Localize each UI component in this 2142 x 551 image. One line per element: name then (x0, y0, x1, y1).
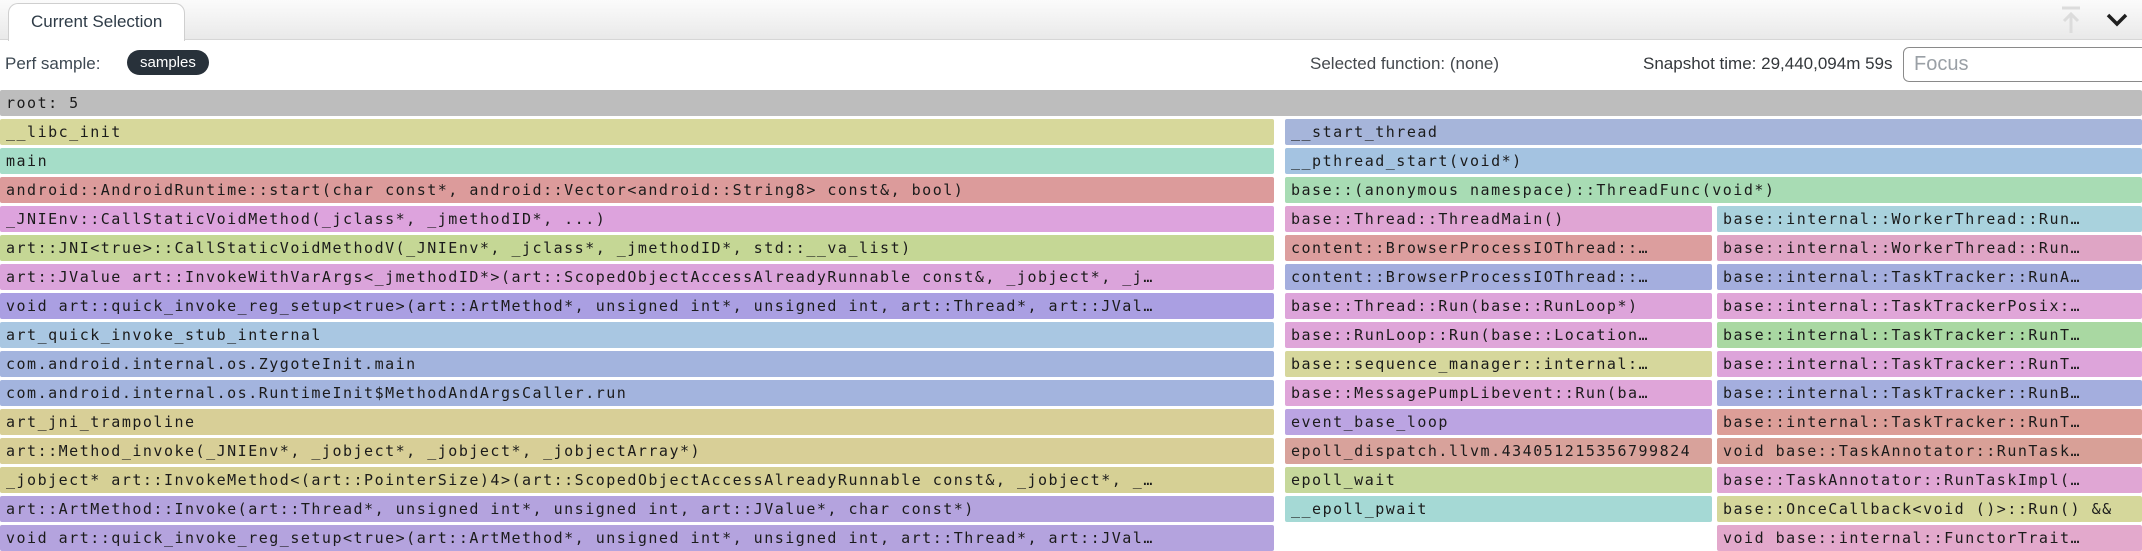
flame-block[interactable]: void base::TaskAnnotator::RunTask… (1717, 438, 2142, 464)
flame-block[interactable]: main (0, 148, 1274, 174)
flame-block[interactable]: base::internal::WorkerThread::Run… (1717, 206, 2142, 232)
tab-bar-actions (2056, 4, 2132, 36)
flame-block[interactable]: base::TaskAnnotator::RunTaskImpl(… (1717, 467, 2142, 493)
flame-block[interactable]: content::BrowserProcessIOThread::… (1285, 235, 1712, 261)
tab-current-selection[interactable]: Current Selection (8, 3, 186, 41)
flame-block[interactable]: base::internal::TaskTracker::RunT… (1717, 351, 2142, 377)
flame-block[interactable]: com.android.internal.os.ZygoteInit.main (0, 351, 1274, 377)
flame-block[interactable]: com.android.internal.os.RuntimeInit$Meth… (0, 380, 1274, 406)
flame-block[interactable]: __epoll_pwait (1285, 496, 1712, 522)
flame-block[interactable]: __start_thread (1285, 119, 2142, 145)
flame-block[interactable]: base::internal::WorkerThread::Run… (1717, 235, 2142, 261)
flame-block[interactable]: art::JValue art::InvokeWithVarArgs<_jmet… (0, 264, 1274, 290)
flame-block[interactable]: android::AndroidRuntime::start(char cons… (0, 177, 1274, 203)
flame-block[interactable]: base::Thread::ThreadMain() (1285, 206, 1712, 232)
flame-block[interactable]: root: 5 (0, 90, 2142, 116)
flame-block[interactable]: _JNIEnv::CallStaticVoidMethod(_jclass*, … (0, 206, 1274, 232)
flame-block[interactable]: base::Thread::Run(base::RunLoop*) (1285, 293, 1712, 319)
perf-sample-label: Perf sample: (5, 54, 101, 73)
snapshot-time-label: Snapshot time: 29,440,094m 59s (1643, 54, 1893, 73)
upload-icon[interactable] (2056, 5, 2086, 35)
flame-block[interactable]: content::BrowserProcessIOThread::… (1285, 264, 1712, 290)
flame-block[interactable]: void art::quick_invoke_reg_setup<true>(a… (0, 293, 1274, 319)
flame-block[interactable]: base::internal::TaskTracker::RunA… (1717, 264, 2142, 290)
flame-block[interactable]: __pthread_start(void*) (1285, 148, 2142, 174)
flame-block[interactable]: __libc_init (0, 119, 1274, 145)
flame-block[interactable]: event_base_loop (1285, 409, 1712, 435)
flame-block[interactable]: base::MessagePumpLibevent::Run(ba… (1285, 380, 1712, 406)
flame-block[interactable]: epoll_wait (1285, 467, 1712, 493)
flame-block[interactable]: void base::internal::FunctorTrait… (1717, 525, 2142, 551)
flame-block[interactable]: base::(anonymous namespace)::ThreadFunc(… (1285, 177, 2142, 203)
focus-input[interactable] (1903, 47, 2142, 82)
tab-bar: Current Selection (0, 0, 2142, 41)
flame-block[interactable]: base::sequence_manager::internal:… (1285, 351, 1712, 377)
flame-block[interactable]: base::OnceCallback<void ()>::Run() && (1717, 496, 2142, 522)
flame-block[interactable]: epoll_dispatch.llvm.434051215356799824 (1285, 438, 1712, 464)
flame-block[interactable]: base::RunLoop::Run(base::Location… (1285, 322, 1712, 348)
flame-block[interactable]: _jobject* art::InvokeMethod<(art::Pointe… (0, 467, 1274, 493)
toolbar: Perf sample: samples Selected function: … (0, 41, 2142, 88)
selected-function-label: Selected function: (none) (1310, 54, 1500, 73)
flame-block[interactable]: base::internal::TaskTrackerPosix:… (1717, 293, 2142, 319)
flame-block[interactable]: base::internal::TaskTracker::RunT… (1717, 409, 2142, 435)
chevron-down-icon[interactable] (2102, 5, 2132, 35)
flame-block[interactable]: art::Method_invoke(_JNIEnv*, _jobject*, … (0, 438, 1274, 464)
flame-block[interactable]: art::ArtMethod::Invoke(art::Thread*, uns… (0, 496, 1274, 522)
flame-block[interactable]: base::internal::TaskTracker::RunB… (1717, 380, 2142, 406)
flame-block[interactable]: art_quick_invoke_stub_internal (0, 322, 1274, 348)
flame-block[interactable]: void art::quick_invoke_reg_setup<true>(a… (0, 525, 1274, 551)
flame-block[interactable]: art::JNI<true>::CallStaticVoidMethodV(_J… (0, 235, 1274, 261)
flame-block[interactable]: art_jni_trampoline (0, 409, 1274, 435)
sample-type-badge[interactable]: samples (127, 50, 209, 75)
flame-block[interactable]: base::internal::TaskTracker::RunT… (1717, 322, 2142, 348)
